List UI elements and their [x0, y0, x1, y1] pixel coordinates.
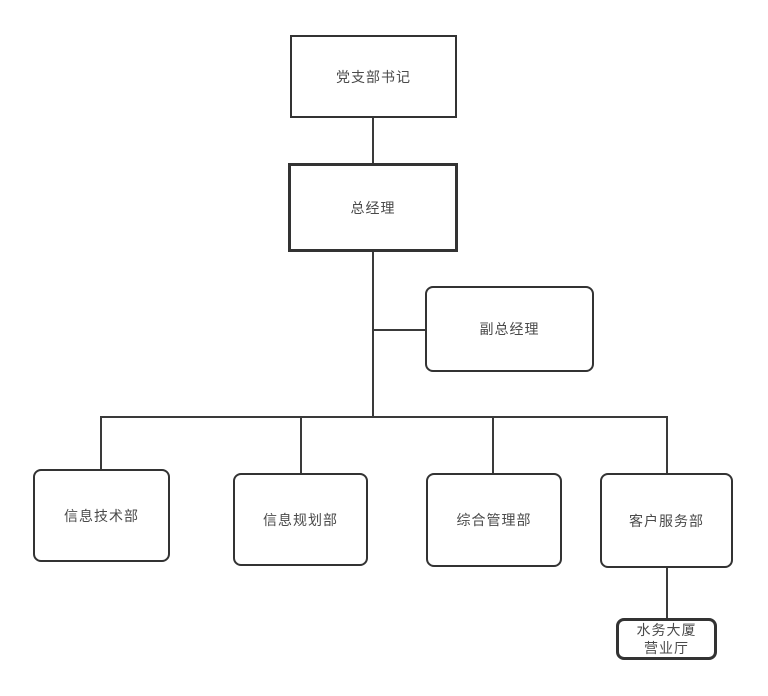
node-general-admin-dept-label: 综合管理部 [456, 512, 532, 528]
node-deputy-general-manager-label: 副总经理 [479, 321, 540, 337]
node-info-planning-dept: 信息规划部 [233, 473, 368, 566]
connector-customer-service-to-hall [666, 567, 668, 618]
node-general-admin-dept: 综合管理部 [426, 473, 562, 567]
node-water-building-hall-label-line2: 营业厅 [644, 640, 689, 656]
node-customer-service-dept: 客户服务部 [600, 473, 733, 568]
connector-drop-info-tech [100, 416, 102, 469]
node-general-manager: 总经理 [288, 163, 458, 252]
node-info-tech-dept: 信息技术部 [33, 469, 170, 562]
node-info-planning-dept-label: 信息规划部 [263, 511, 338, 528]
connector-horizontal-bus [100, 416, 668, 418]
node-party-secretary: 党支部书记 [290, 35, 457, 118]
node-water-building-hall-label: 水务大厦 营业厅 [637, 621, 697, 657]
node-customer-service-dept-label: 客户服务部 [629, 512, 704, 529]
connector-party-to-gm [372, 117, 374, 164]
connector-branch-deputy-gm [373, 329, 425, 331]
connector-drop-customer-service [666, 416, 668, 473]
node-deputy-general-manager: 副总经理 [425, 286, 594, 372]
connector-drop-info-planning [300, 416, 302, 473]
node-general-manager-label: 总经理 [350, 199, 396, 216]
connector-gm-trunk [372, 252, 374, 418]
connector-drop-general-admin [492, 416, 494, 473]
node-water-building-hall-label-line1: 水务大厦 [636, 622, 697, 638]
node-party-secretary-label: 党支部书记 [336, 68, 411, 85]
node-water-building-hall: 水务大厦 营业厅 [616, 618, 717, 660]
node-info-tech-dept-label: 信息技术部 [64, 507, 139, 524]
